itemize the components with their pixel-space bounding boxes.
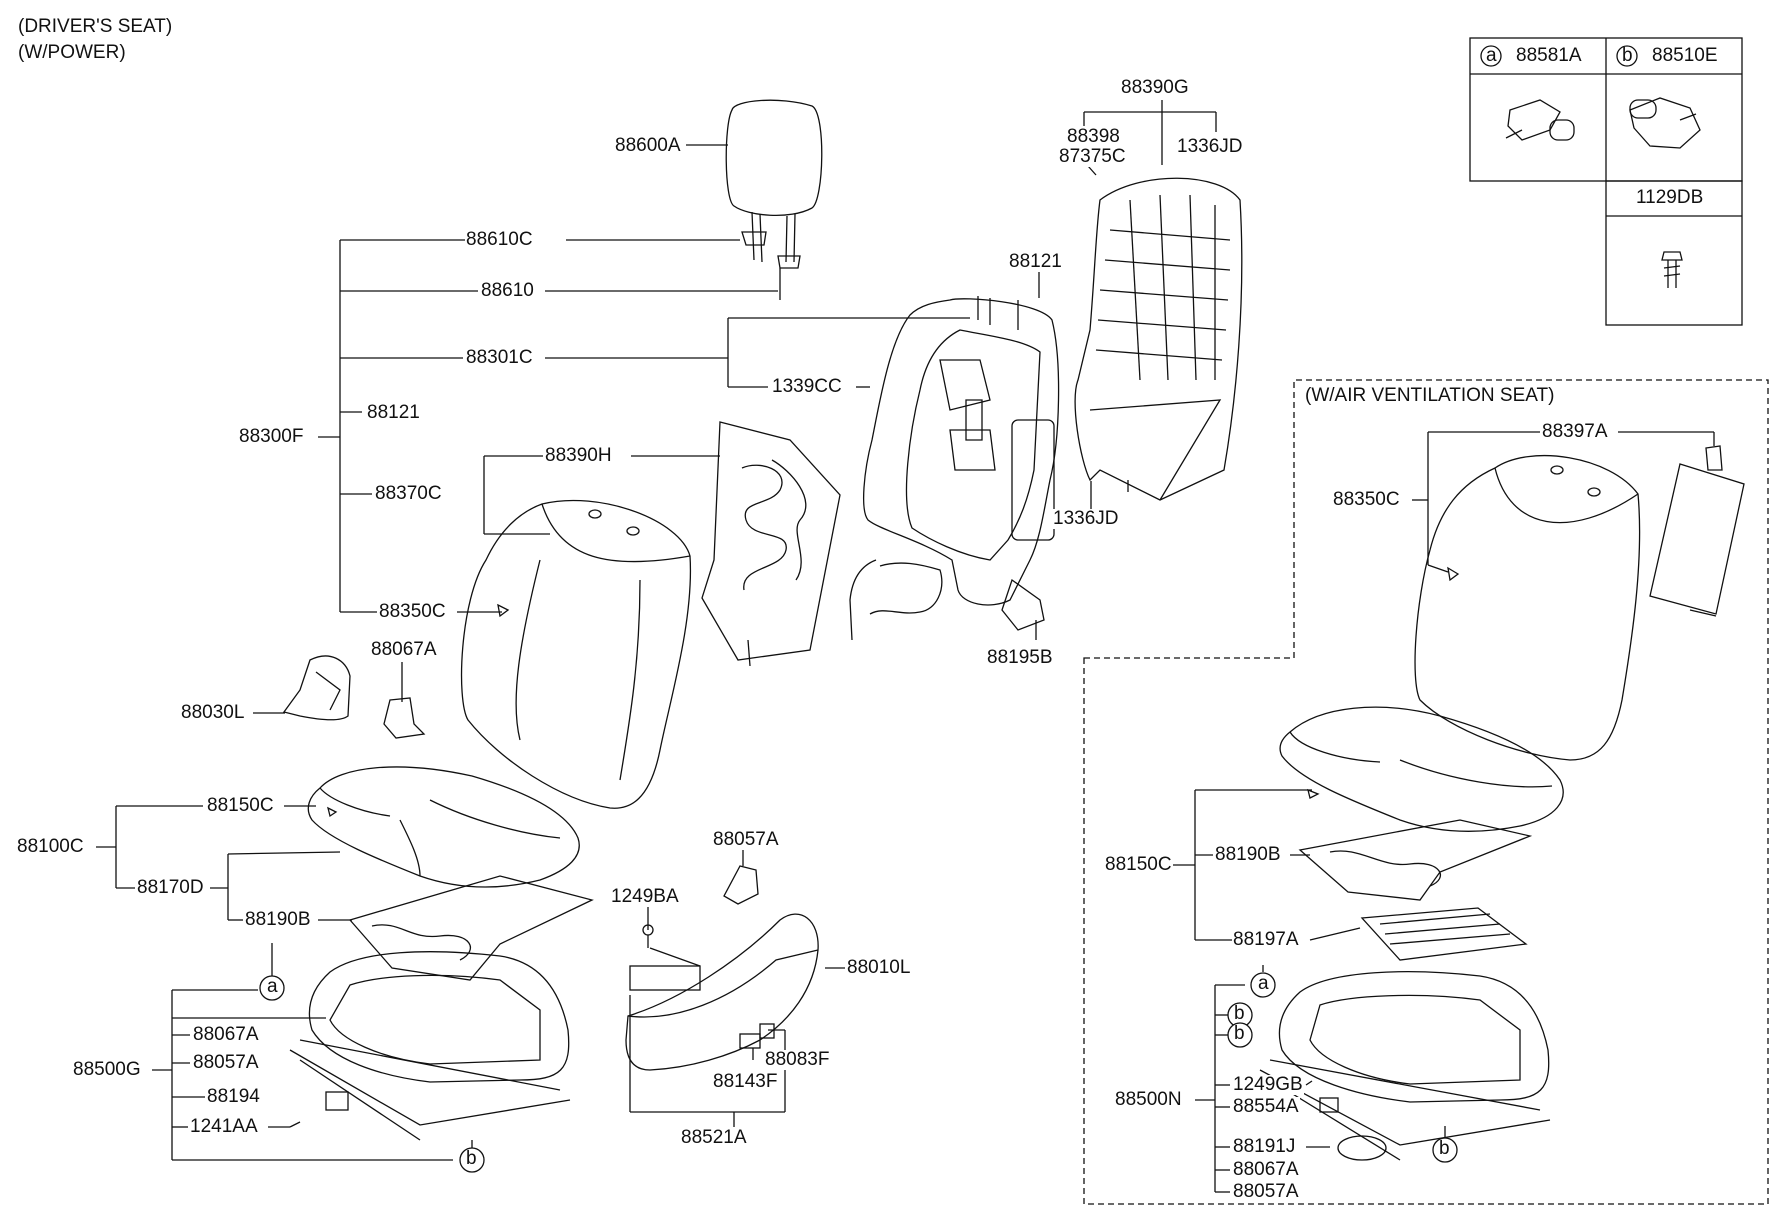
callout-88010L: 88010L [846, 957, 912, 978]
callout-88300F: 88300F [238, 426, 305, 447]
callout-88067A-bottom: 88067A [192, 1024, 260, 1045]
callout-1336JD-top: 1336JD [1176, 136, 1244, 157]
circle-a-main: a [267, 976, 278, 997]
legend-motor-a-drawing [1505, 99, 1575, 141]
vent-fan-module-drawing [1649, 445, 1745, 617]
back-heater-drawing [701, 421, 841, 667]
callout-88610C: 88610C [465, 229, 534, 250]
callout-88121-frame: 88121 [1008, 251, 1063, 272]
trim-88030L-drawing [282, 655, 351, 721]
reference-circles [259, 972, 1458, 1173]
seat-frame-drawing [289, 951, 571, 1141]
vent-dashed-box [1083, 379, 1769, 1205]
callout-1241AA: 1241AA [189, 1116, 259, 1137]
callout-88121: 88121 [366, 402, 421, 423]
cushion-cover-drawing [307, 766, 580, 888]
legend-part-88581A: 88581A [1516, 45, 1582, 66]
ventilation-seat-title: (W/AIR VENTILATION SEAT) [1304, 385, 1556, 406]
circle-b-vent-2: b [1234, 1023, 1245, 1044]
callout-88067A-top: 88067A [370, 639, 438, 660]
callout-88350C: 88350C [378, 601, 447, 622]
vent-cushion-drawing [1279, 706, 1564, 833]
callout-1336JD-mid: 1336JD [1052, 508, 1120, 529]
circle-a-vent: a [1258, 973, 1269, 994]
callout-88600A: 88600A [614, 135, 682, 156]
callout-88030L: 88030L [180, 702, 246, 723]
callout-88195B: 88195B [986, 647, 1054, 668]
bracket-88057A-drawing [723, 865, 759, 905]
callout-1249GB: 1249GB [1232, 1074, 1304, 1095]
vent-seat-frame-drawing [1259, 971, 1551, 1161]
bracket-88067A-drawing [383, 697, 426, 739]
callout-1339CC: 1339CC [771, 376, 843, 397]
callout-88500N: 88500N [1114, 1089, 1183, 1110]
callout-88057A-vent: 88057A [1232, 1181, 1300, 1202]
callout-88398: 88398 [1066, 126, 1121, 147]
callout-88083F: 88083F [764, 1049, 831, 1070]
leader-lines [96, 100, 1217, 1161]
diagram-subtitle: (W/POWER) [18, 42, 126, 63]
callout-88390G: 88390G [1120, 77, 1190, 98]
legend-part-88510E: 88510E [1652, 45, 1718, 66]
legend-motor-b-drawing [1629, 97, 1701, 149]
legend-table [1469, 37, 1743, 326]
callout-88397A: 88397A [1541, 421, 1609, 442]
callout-88191J: 88191J [1232, 1136, 1297, 1157]
callout-88390H: 88390H [544, 445, 613, 466]
callout-1249BA: 1249BA [610, 886, 680, 907]
seatback-cover-drawing [460, 499, 692, 809]
circle-b-main: b [466, 1148, 477, 1169]
callout-88350C-vent: 88350C [1332, 489, 1401, 510]
bolt-1249BA-drawing [642, 924, 654, 948]
legend-letter-b: b [1622, 45, 1633, 66]
legend-screw-drawing [1661, 251, 1683, 288]
callout-88150C: 88150C [206, 795, 275, 816]
callout-88190B-vent: 88190B [1214, 844, 1282, 865]
back-panel-drawing [1074, 177, 1243, 501]
callout-88100C: 88100C [16, 836, 85, 857]
callout-88197A: 88197A [1232, 929, 1300, 950]
vent-blower-mat-drawing [1360, 907, 1528, 961]
callout-88194: 88194 [206, 1086, 261, 1107]
callout-88500G: 88500G [72, 1059, 142, 1080]
callout-88067A-vent: 88067A [1232, 1159, 1300, 1180]
circle-b-vent-1: b [1234, 1003, 1245, 1024]
cushion-heater-drawing [348, 875, 594, 981]
vent-cushion-heater-drawing [1298, 819, 1533, 901]
seatback-frame-drawing [849, 296, 1060, 641]
circle-b-vent-3: b [1439, 1138, 1450, 1159]
callout-88057A-mid: 88057A [712, 829, 780, 850]
vent-leader-lines [1173, 431, 1715, 1193]
legend-part-1129DB: 1129DB [1636, 187, 1704, 208]
vent-seatback-drawing [1414, 454, 1641, 761]
callout-88610: 88610 [480, 280, 535, 301]
callout-88370C: 88370C [374, 483, 443, 504]
legend-letter-a: a [1486, 45, 1497, 66]
callout-88554A: 88554A [1232, 1096, 1300, 1117]
callout-88143F: 88143F [712, 1071, 779, 1092]
callout-87375C: 87375C [1058, 146, 1127, 167]
headrest-drawing [725, 99, 823, 300]
callout-88190B: 88190B [244, 909, 312, 930]
callout-88521A: 88521A [680, 1127, 748, 1148]
callout-88301C: 88301C [465, 347, 534, 368]
side-cover-drawing [625, 913, 819, 1071]
diagram-title: (DRIVER'S SEAT) [18, 16, 173, 37]
callout-88150C-vent: 88150C [1104, 854, 1173, 875]
callout-88057A-bottom: 88057A [192, 1052, 260, 1073]
callout-88170D: 88170D [136, 877, 205, 898]
